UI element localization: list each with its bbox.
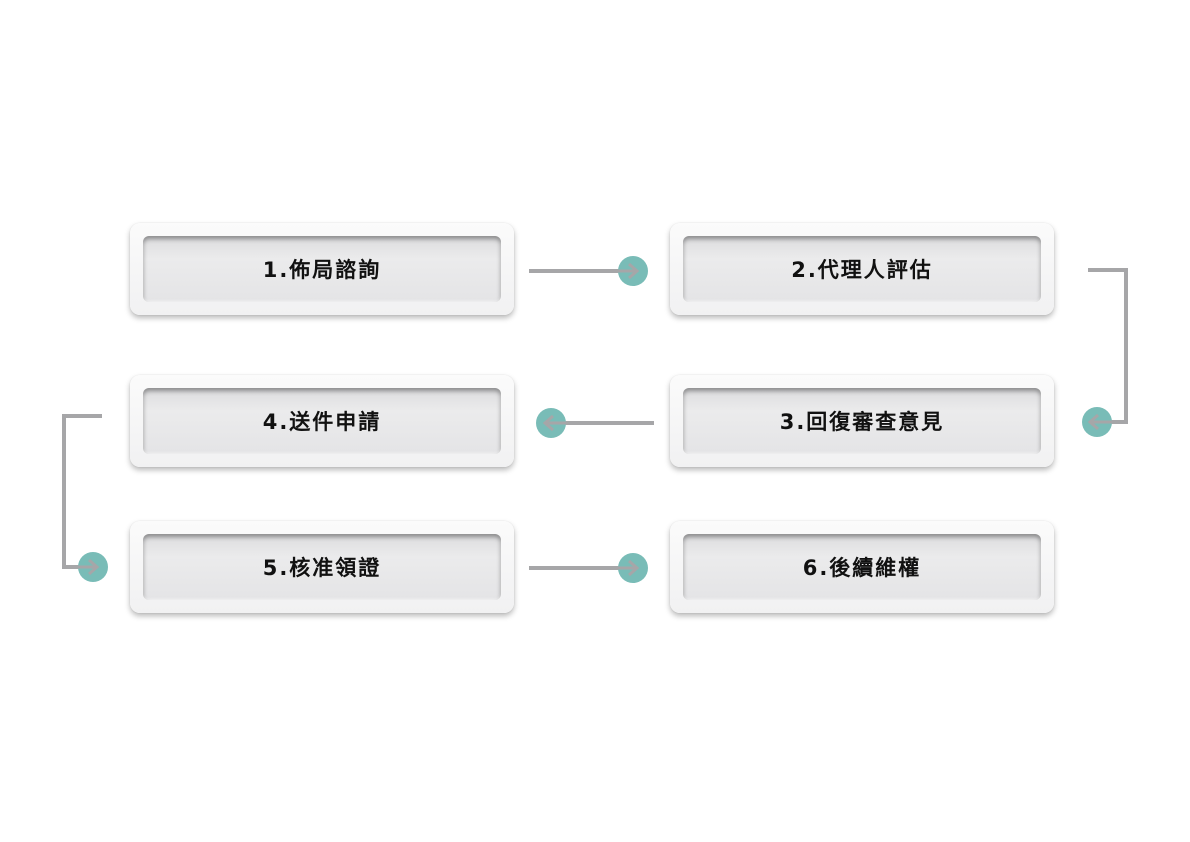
arrow-left-icon: [1087, 413, 1099, 431]
step-box-approval-certificate: 5.核准領證: [130, 521, 514, 613]
step-label: 3.回復審查意見: [779, 410, 945, 434]
step-box-rights-maintenance: 6.後續維權: [670, 521, 1054, 613]
step-label: 2.代理人評估: [791, 258, 933, 282]
connector-3-to-4: [536, 408, 654, 438]
connector-2-to-3: [1082, 268, 1128, 437]
connector-4-to-5: [62, 414, 108, 582]
step-label: 1.佈局諮詢: [262, 258, 382, 282]
step-panel: 1.佈局諮詢: [143, 236, 501, 302]
step-panel: 3.回復審查意見: [683, 388, 1041, 454]
step-box-examination-response: 3.回復審查意見: [670, 375, 1054, 467]
step-label: 6.後續維權: [802, 556, 922, 580]
step-panel: 6.後續維權: [683, 534, 1041, 600]
arrow-right-icon: [628, 262, 640, 280]
connector-1-to-2: [529, 256, 648, 286]
arrow-right-icon: [88, 558, 100, 576]
step-panel: 4.送件申請: [143, 388, 501, 454]
step-label: 4.送件申請: [262, 410, 382, 434]
arrow-right-icon: [628, 559, 640, 577]
connector-5-to-6: [529, 553, 648, 583]
step-label: 5.核准領證: [262, 556, 382, 580]
step-box-layout-consultation: 1.佈局諮詢: [130, 223, 514, 315]
step-box-agent-evaluation: 2.代理人評估: [670, 223, 1054, 315]
step-panel: 2.代理人評估: [683, 236, 1041, 302]
step-panel: 5.核准領證: [143, 534, 501, 600]
arrow-left-icon: [542, 414, 554, 432]
step-box-application-filing: 4.送件申請: [130, 375, 514, 467]
